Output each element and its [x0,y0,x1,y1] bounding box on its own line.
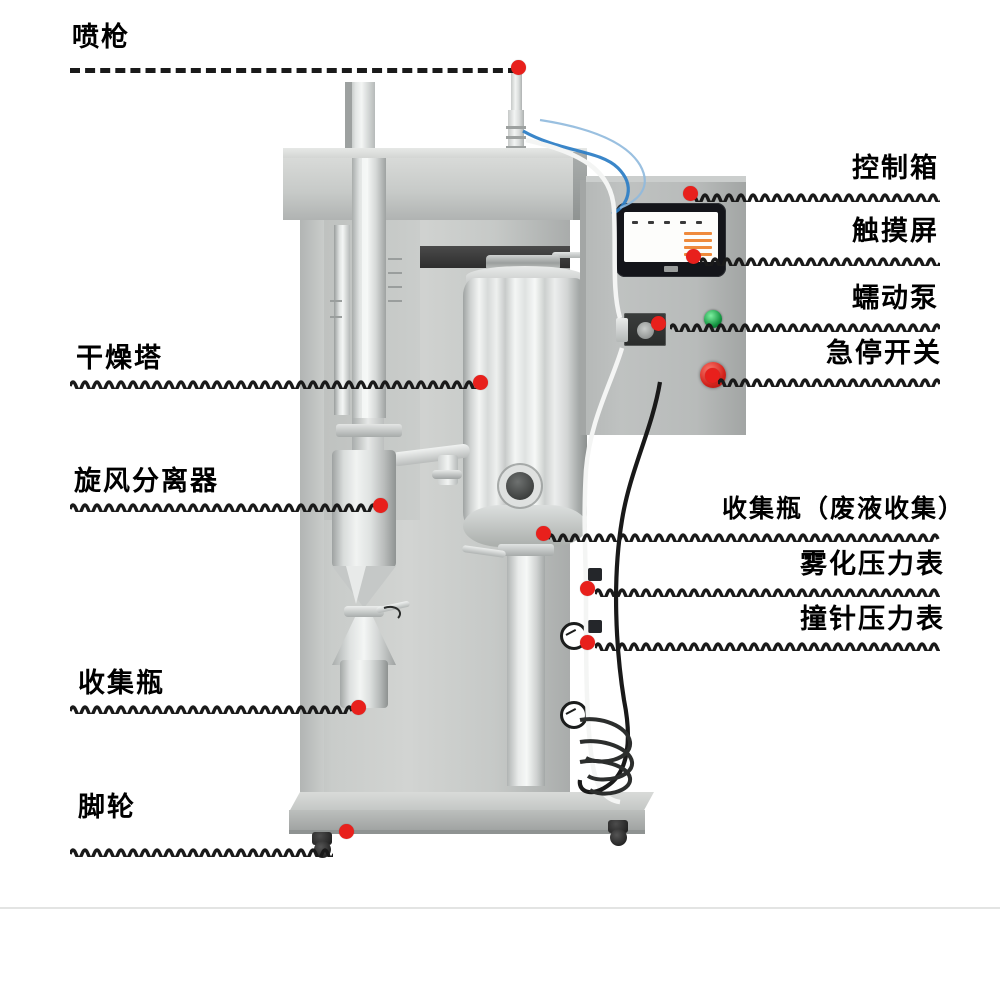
touch-screen-display[interactable] [624,212,718,262]
atomizing-gauge-fitting [588,568,602,581]
screen-readout-bar-3 [684,246,712,249]
label-cyclone-separator: 旋风分离器 [74,466,219,497]
leader-line-emergency-stop [718,373,940,387]
slider-rail [334,225,350,415]
callout-dot-emergency-stop [705,368,720,383]
support-rail-left-shadow [345,82,352,162]
drying-tower-view-port [506,472,534,500]
needle-gauge-needle [565,707,577,715]
atomizing-gauge-needle [565,628,577,636]
center-column-highlight [362,158,368,418]
cyclone-discharge-clamp [344,606,384,617]
label-atomizing-gauge: 雾化压力表 [800,549,945,580]
caster-front-right-wheel [610,829,627,846]
callout-dot-atomizing-gauge [580,581,595,596]
leader-line-waste-bottle [548,528,940,542]
callout-dot-peristaltic-pump [651,316,666,331]
label-caster: 脚轮 [78,792,136,823]
leader-line-touch-screen [700,252,940,266]
label-touch-screen: 触摸屏 [852,216,939,247]
leader-line-atomizing-gauge [595,583,940,597]
top-hood-cap [283,148,587,160]
spray-gun [511,62,522,114]
label-control-box: 控制箱 [852,153,939,184]
label-spray-gun: 喷枪 [72,22,130,53]
base-platform-top [289,792,654,812]
scale-tick-1 [388,258,402,260]
peristaltic-pump-head [637,322,654,339]
screen-readout-bar-2 [684,239,712,242]
callout-dot-touch-screen [686,249,701,264]
callout-dot-drying-tower [473,375,488,390]
collection-bottle-body [340,660,388,708]
base-platform-edge [289,830,645,834]
label-waste-bottle: 收集瓶（废液收集） [722,494,966,523]
scale-tick-3 [388,286,402,288]
spray-gun-ring-1 [506,126,526,129]
base-platform-front [289,810,645,832]
callout-dot-waste-bottle [536,526,551,541]
label-needle-gauge: 撞针压力表 [800,604,945,635]
leader-line-control-box [690,188,940,202]
waste-collection-bottle [507,556,545,786]
screen-marker-1 [632,221,638,224]
leader-line-needle-gauge [595,637,940,651]
cyclone-cone-shade [346,566,366,604]
scale-tick-6 [330,316,342,318]
screen-marker-2 [648,221,654,224]
leader-line-cyclone [70,498,375,512]
callout-dot-needle-gauge [580,635,595,650]
callout-dot-control-box [683,186,698,201]
scale-tick-2 [388,272,402,274]
control-box-top-lip [586,176,746,182]
top-hood [283,158,587,220]
callout-dot-cyclone [373,498,388,513]
spray-gun-ring-3 [506,146,526,149]
leader-line-spray-gun [70,68,518,73]
leader-line-peristaltic-pump [670,318,940,332]
scale-tick-5 [330,300,342,302]
callout-dot-spray-gun [511,60,526,75]
scale-tick-4 [388,300,402,302]
callout-dot-collection-bottle [351,700,366,715]
screen-readout-bar-1 [684,232,712,235]
bottom-divider [0,907,1000,909]
leader-line-drying-tower [70,375,482,389]
needle-pressure-gauge [560,701,588,729]
label-collection-bottle: 收集瓶 [78,668,165,699]
screen-marker-5 [696,221,702,224]
touch-screen-home-button[interactable] [664,266,678,272]
leader-line-collection-bottle [70,700,353,714]
center-column [352,158,386,418]
callout-dot-caster [339,824,354,839]
label-drying-tower: 干燥塔 [76,343,163,374]
needle-gauge-fitting [588,620,602,633]
leader-line-caster [70,843,333,857]
transfer-pipe-clamp [432,470,462,479]
peristaltic-pump-bracket [616,318,628,342]
label-emergency-stop: 急停开关 [826,338,942,369]
screen-marker-4 [680,221,686,224]
label-peristaltic-pump: 蠕动泵 [852,283,939,314]
screen-marker-3 [664,221,670,224]
tower-outlet-clamp [498,544,554,556]
spray-gun-ring-2 [506,136,526,139]
cyclone-flange [336,424,402,437]
control-box-left-edge [580,180,586,435]
